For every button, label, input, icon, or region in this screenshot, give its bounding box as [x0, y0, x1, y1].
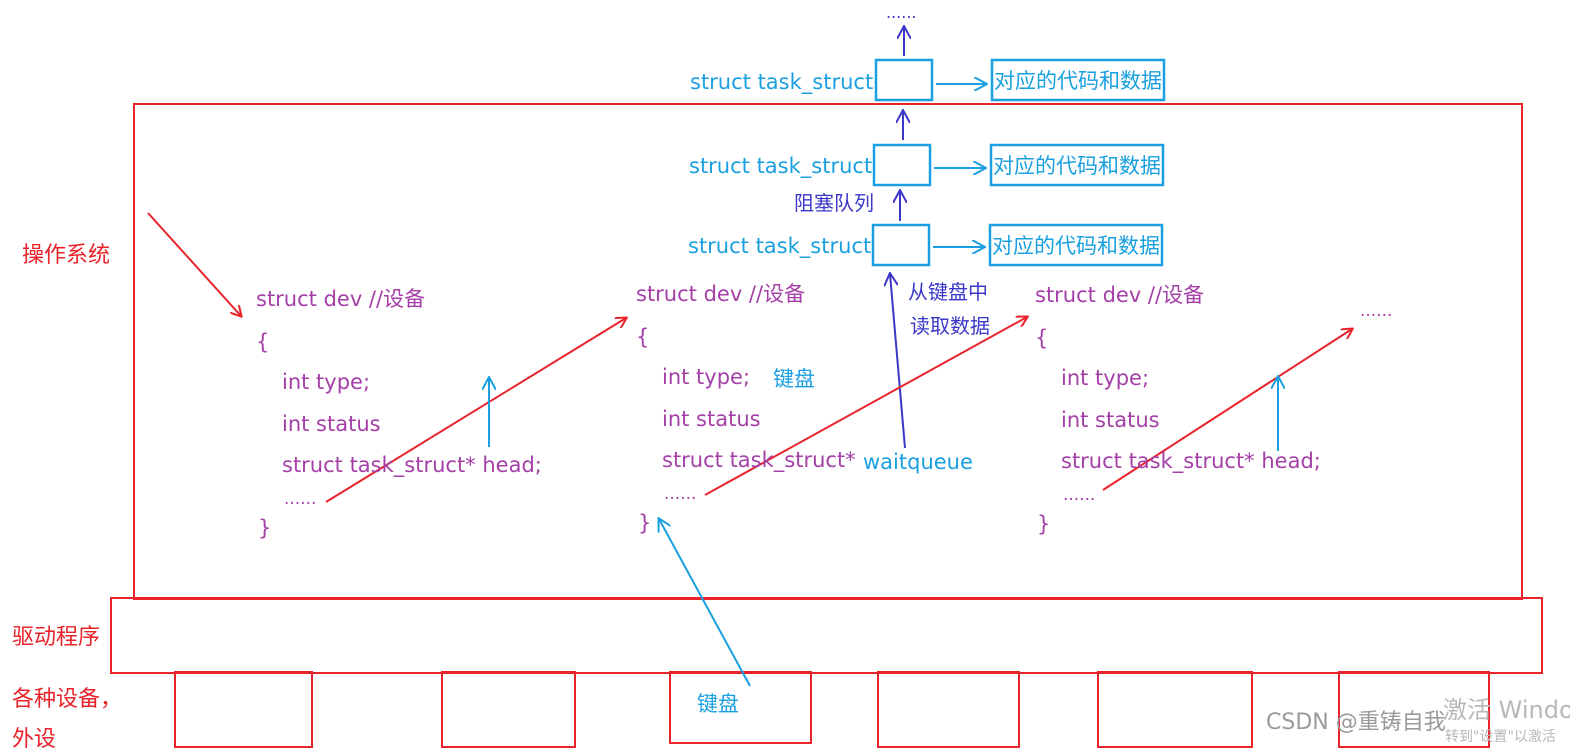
- task-node-top: [874, 58, 934, 102]
- device-box-6: [1338, 671, 1490, 748]
- dev2-ellipsis: ......: [664, 484, 697, 504]
- dev2-field-type: int type;: [662, 365, 751, 389]
- task-node-bottom-label: struct task_struct: [688, 234, 872, 258]
- dev1-field-head: struct task_struct* head;: [282, 453, 542, 477]
- code-data-box-middle: [989, 143, 1165, 187]
- windows-activation-subtext: 转到"设置"以激活: [1445, 729, 1556, 745]
- device-box-2: [441, 671, 576, 748]
- code-data-box-top: [990, 58, 1166, 102]
- devices-label-line2: 外设: [12, 727, 57, 752]
- code-data-middle-label: 对应的代码和数据: [993, 154, 1161, 178]
- devices-label-line1: 各种设备，: [12, 687, 123, 712]
- task-node-middle-label: struct task_struct: [689, 154, 873, 178]
- code-data-top-label: 对应的代码和数据: [994, 69, 1162, 93]
- dev2-header: struct dev //设备: [636, 282, 806, 306]
- dev3-field-head: struct task_struct* head;: [1061, 449, 1321, 473]
- dev1-field-status: int status: [282, 412, 381, 436]
- dev2-field-head: struct task_struct*: [662, 448, 856, 472]
- arrow-os-to-dev: [147, 212, 241, 316]
- driver-label: 驱动程序: [12, 625, 101, 650]
- dev3-open-brace: {: [1035, 326, 1049, 350]
- read-keyboard-line1: 从键盘中: [908, 280, 988, 304]
- dev3-close-brace: }: [1037, 512, 1051, 536]
- os-label: 操作系统: [22, 243, 111, 268]
- arrow-dev2-to-dev3: [704, 317, 1027, 496]
- dev3-field-status: int status: [1061, 408, 1160, 432]
- blocking-queue-label: 阻塞队列: [794, 191, 874, 215]
- code-data-box-bottom: [988, 223, 1164, 267]
- arrow-keyboard-to-dev2: [659, 519, 751, 687]
- csdn-watermark: CSDN @重铸自我: [1266, 710, 1446, 735]
- task-node-middle: [872, 143, 932, 187]
- dev3-field-type: int type;: [1061, 366, 1150, 390]
- windows-activation-watermark: 激活 Windows: [1443, 696, 1570, 724]
- dev1-open-brace: {: [256, 330, 270, 354]
- dev2-close-brace: }: [638, 511, 652, 535]
- more-devices-ellipsis: ......: [1360, 301, 1393, 321]
- task-node-top-label: struct task_struct: [690, 70, 874, 94]
- driver-layer-box: [110, 597, 1543, 674]
- dev3-header: struct dev //设备: [1035, 283, 1205, 307]
- dev1-ellipsis: ......: [284, 489, 317, 509]
- arrow-dev3-to-next: [1102, 329, 1352, 491]
- arrow-dev1-to-dev2: [325, 318, 626, 503]
- dev1-header: struct dev //设备: [256, 287, 426, 311]
- dev2-field-status: int status: [662, 407, 761, 431]
- device-box-5: [1097, 671, 1253, 748]
- dev3-ellipsis: ......: [1063, 485, 1096, 505]
- read-keyboard-line2: 读取数据: [910, 314, 990, 338]
- os-layer-box: [133, 103, 1523, 600]
- waitqueue-label: waitqueue: [863, 450, 973, 474]
- device-keyboard-label: 键盘: [697, 692, 739, 716]
- arrow-waitqueue: [890, 274, 906, 449]
- device-box-keyboard: [669, 671, 812, 744]
- dev1-close-brace: }: [258, 516, 272, 540]
- dev2-keyboard-note: 键盘: [773, 367, 815, 391]
- dev2-open-brace: {: [636, 325, 650, 349]
- code-data-bottom-label: 对应的代码和数据: [992, 234, 1160, 258]
- queue-top-ellipsis: ......: [886, 3, 917, 22]
- device-box-4: [877, 671, 1020, 748]
- task-node-bottom: [871, 223, 931, 267]
- device-box-1: [174, 671, 313, 748]
- dev1-field-type: int type;: [282, 370, 371, 394]
